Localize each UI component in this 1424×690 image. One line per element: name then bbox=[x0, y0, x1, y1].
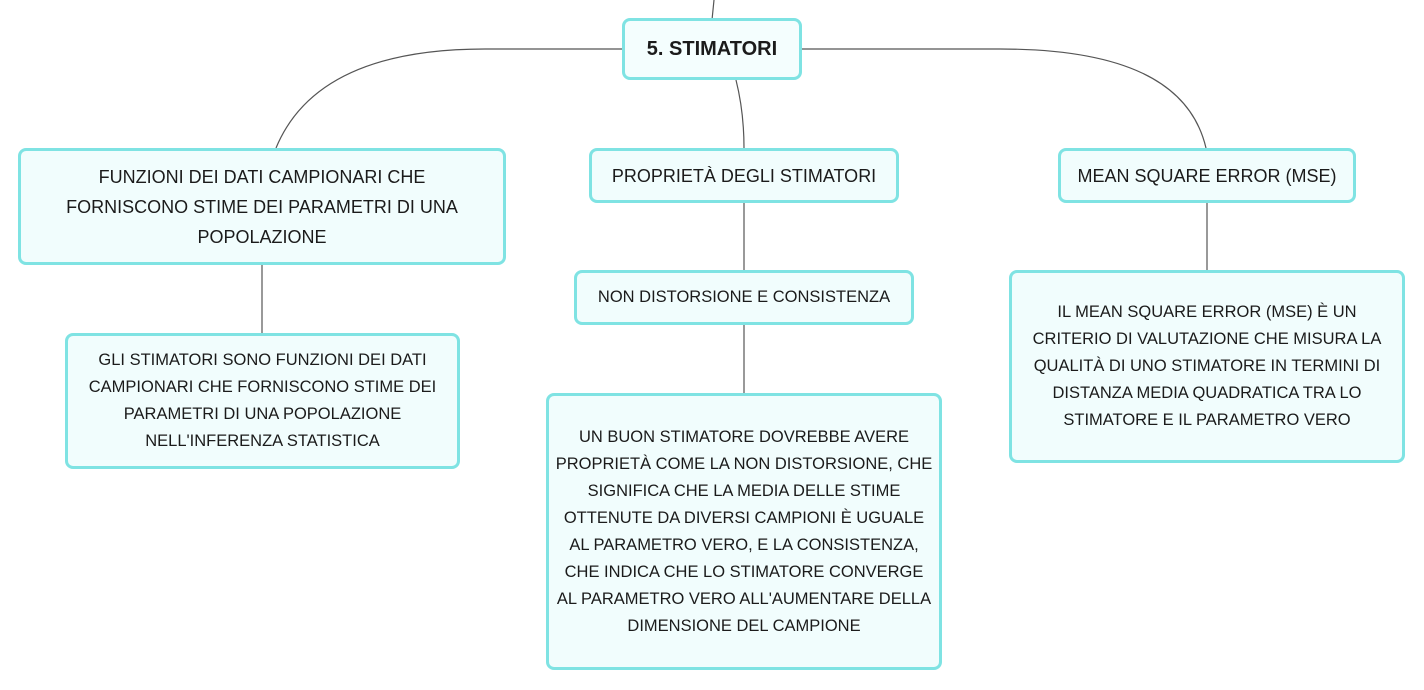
child-node-gli-stimatori[interactable]: GLI STIMATORI SONO FUNZIONI DEI DATI CAM… bbox=[65, 333, 460, 469]
branch-node-proprieta[interactable]: PROPRIETÀ DEGLI STIMATORI bbox=[589, 148, 899, 203]
branch-node-funzioni[interactable]: FUNZIONI DEI DATI CAMPIONARI CHE FORNISC… bbox=[18, 148, 506, 265]
root-node-label: 5. STIMATORI bbox=[646, 37, 778, 60]
edge-root-to-funzioni bbox=[275, 48, 622, 149]
edge-parent-to-root bbox=[711, 0, 715, 21]
child-node-non-distorsione[interactable]: NON DISTORSIONE E CONSISTENZA bbox=[574, 270, 914, 325]
child-node-gli-stimatori-label: GLI STIMATORI SONO FUNZIONI DEI DATI CAM… bbox=[88, 351, 437, 450]
root-node[interactable]: 5. STIMATORI bbox=[622, 18, 802, 80]
branch-node-mse-label: MEAN SQUARE ERROR (MSE) bbox=[1077, 165, 1337, 186]
branch-node-proprieta-label: PROPRIETÀ DEGLI STIMATORI bbox=[611, 165, 877, 186]
branch-node-funzioni-label: FUNZIONI DEI DATI CAMPIONARI CHE FORNISC… bbox=[66, 166, 458, 247]
grandchild-node-buon-stimatore[interactable]: UN BUON STIMATORE DOVREBBE AVERE PROPRIE… bbox=[546, 393, 942, 670]
branch-node-mse[interactable]: MEAN SQUARE ERROR (MSE) bbox=[1058, 148, 1356, 203]
edge-root-to-proprieta bbox=[735, 79, 745, 149]
grandchild-node-buon-stimatore-label: UN BUON STIMATORE DOVREBBE AVERE PROPRIE… bbox=[555, 427, 933, 635]
edge-root-to-mse bbox=[802, 48, 1207, 149]
child-node-non-distorsione-label: NON DISTORSIONE E CONSISTENZA bbox=[597, 288, 891, 306]
child-node-mse-description[interactable]: IL MEAN SQUARE ERROR (MSE) È UN CRITERIO… bbox=[1009, 270, 1405, 463]
child-node-mse-description-label: IL MEAN SQUARE ERROR (MSE) È UN CRITERIO… bbox=[1032, 303, 1382, 429]
